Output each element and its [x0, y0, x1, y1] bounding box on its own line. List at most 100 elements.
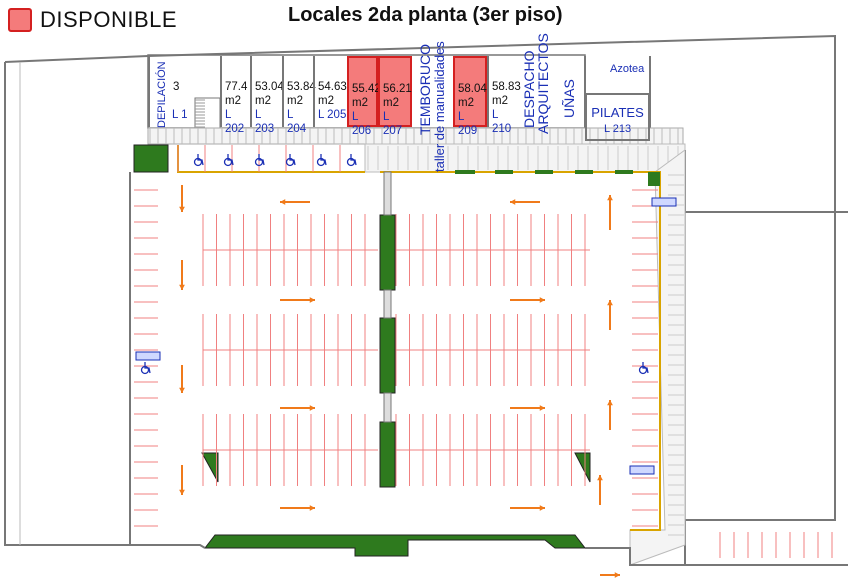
direction-arrow-head — [539, 297, 545, 303]
planter — [615, 170, 633, 174]
unit-l207[interactable]: 56.21 m2 L 207 — [378, 56, 412, 137]
direction-arrow-head — [309, 297, 315, 303]
unit-name-despacho: DESPACHO — [521, 50, 537, 128]
direction-arrow-head — [309, 405, 315, 411]
unit-l205[interactable]: 54.63 m2 L 205 — [313, 56, 347, 127]
unit-subtitle-temboruco: taller de manualidades — [432, 41, 447, 172]
unit-unit: m2 — [383, 97, 399, 109]
unit-area: 55.42 — [352, 83, 381, 95]
unit-l203[interactable]: 53.04 m2 L 203 — [250, 56, 284, 135]
wall — [585, 547, 848, 566]
unit-area: 53.84 — [287, 81, 316, 93]
direction-arrow-head — [179, 489, 185, 495]
unit-name-temboruco: TEMBORUCO — [417, 44, 433, 135]
divider — [383, 171, 392, 216]
building-outline — [4, 62, 130, 546]
unit-l1[interactable] — [148, 56, 180, 127]
accessibility-icon — [638, 362, 649, 375]
unit-label: L 210 — [492, 109, 512, 135]
accessibility-icon — [316, 154, 327, 167]
unit-name-depilacion: DEPILACIÓN — [156, 61, 168, 128]
direction-arrow-head — [309, 505, 315, 511]
unit-unit: m2 — [352, 97, 368, 109]
planter — [133, 144, 169, 173]
unit-area: 56.21 — [383, 83, 412, 95]
planter — [648, 172, 660, 186]
direction-arrow-head — [607, 400, 613, 406]
direction-arrow-head — [539, 505, 545, 511]
unit-label: L 202 — [225, 109, 245, 135]
divider — [383, 392, 392, 423]
unit-unit: m2 — [318, 95, 334, 107]
unit-area: 53.04 — [255, 81, 284, 93]
unit-l202[interactable]: 77.4 m2 L 202 — [220, 56, 250, 135]
direction-arrow-head — [607, 300, 613, 306]
planter — [535, 170, 553, 174]
unit-unit: m2 — [225, 95, 241, 107]
ramp — [629, 465, 655, 475]
accessibility-icon — [346, 154, 357, 167]
accessibility-icon — [285, 154, 296, 167]
direction-arrow-head — [179, 284, 185, 290]
unit-label: L 203 — [255, 109, 275, 135]
direction-arrow-head — [614, 572, 620, 578]
walkway — [364, 143, 686, 173]
unit-label: L 209 — [458, 111, 478, 137]
unit-l210[interactable]: 58.83 m2 L 210 — [487, 56, 521, 135]
accessibility-icon — [193, 154, 204, 167]
unit-area: 54.63 — [318, 81, 347, 93]
unit-unit: m2 — [255, 95, 271, 107]
wall — [130, 544, 206, 549]
lot-edge — [177, 145, 365, 173]
divider — [383, 289, 392, 319]
unit-name-unas: UÑAS — [561, 79, 577, 118]
planter — [495, 170, 513, 174]
planter — [201, 452, 219, 483]
legend: DISPONIBLE — [8, 7, 177, 33]
direction-arrow-head — [179, 206, 185, 212]
page-title: Locales 2da planta (3er piso) — [288, 4, 563, 26]
accessibility-icon — [223, 154, 234, 167]
direction-arrow-head — [280, 199, 286, 205]
unit-name: PILATES — [591, 105, 644, 120]
unit-name-arquitectos: ARQUITECTOS — [535, 33, 551, 134]
unit-unit: m2 — [458, 97, 474, 109]
direction-arrow-head — [510, 199, 516, 205]
unit-label: L 1 — [172, 109, 188, 121]
legend-label: DISPONIBLE — [40, 7, 178, 32]
unit-pilates[interactable]: PILATES L 213 — [585, 93, 650, 141]
direction-arrow-head — [179, 387, 185, 393]
unit-area: 58.83 — [492, 81, 521, 93]
building-outline — [4, 34, 848, 213]
unit-area: 77.4 — [225, 81, 248, 93]
unit-label: L 204 — [287, 109, 307, 135]
planter — [379, 421, 396, 488]
unit-l204[interactable]: 53.84 m2 L 204 — [282, 56, 316, 135]
lot-edge — [380, 171, 661, 531]
unit-label: L 207 — [383, 111, 403, 137]
ramp — [651, 197, 677, 207]
planter — [379, 214, 396, 291]
planter-south — [203, 534, 587, 557]
unit-area: 3 — [173, 81, 180, 93]
planter — [574, 452, 591, 483]
planter — [455, 170, 475, 174]
direction-arrow-head — [539, 405, 545, 411]
unit-unit: m2 — [287, 95, 303, 107]
legend-swatch — [8, 8, 32, 32]
accessibility-icon — [254, 154, 265, 167]
unit-area: 58.04 — [458, 83, 487, 95]
unit-l206[interactable]: 55.42 m2 L 206 — [347, 56, 381, 137]
unit-label: L 205 — [318, 109, 347, 121]
direction-arrow-head — [597, 475, 603, 481]
walkway-east — [629, 149, 686, 566]
direction-arrow-head — [607, 195, 613, 201]
azotea-label: Azotea — [610, 63, 645, 75]
unit-unit: m2 — [492, 95, 508, 107]
unit-l209[interactable]: 58.04 m2 L 209 — [453, 56, 487, 137]
unit-label: L 206 — [352, 111, 372, 137]
ramp — [135, 351, 161, 361]
neighbor-outline — [684, 150, 836, 565]
accessibility-icon — [140, 362, 151, 375]
